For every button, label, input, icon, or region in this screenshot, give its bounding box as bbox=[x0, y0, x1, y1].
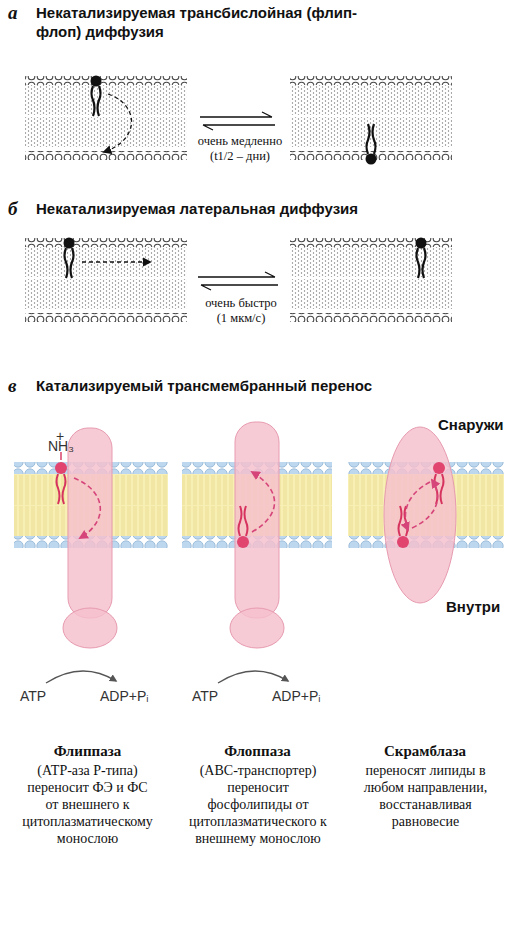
atp-arrows bbox=[46, 671, 288, 683]
bilayer-bw bbox=[25, 76, 452, 322]
bilayer-row bbox=[25, 76, 187, 85]
rate-note: (1 мкм/с) bbox=[186, 311, 296, 325]
bilayer-row bbox=[25, 238, 187, 247]
adp-label: ADP+Pᵢ bbox=[272, 688, 342, 704]
enzyme-name: Флиппаза bbox=[5, 742, 170, 760]
atp-label: ATP bbox=[20, 688, 60, 704]
panel-letter: а bbox=[8, 2, 32, 24]
bilayer-row bbox=[290, 247, 452, 277]
bilayer-row bbox=[25, 117, 187, 147]
lipid-a bbox=[92, 86, 376, 154]
bilayer-row bbox=[25, 279, 187, 309]
bilayer-row bbox=[25, 151, 187, 160]
bilayer-row bbox=[25, 247, 187, 277]
atp-label: ATP bbox=[192, 688, 232, 704]
red-lipids bbox=[57, 474, 444, 536]
side-label: Снаружи bbox=[438, 416, 506, 434]
bilayer-row bbox=[290, 85, 452, 115]
bilayer-row bbox=[290, 117, 452, 147]
bilayer-row bbox=[25, 313, 187, 322]
bilayer-row bbox=[290, 279, 452, 309]
bilayer-row bbox=[25, 85, 187, 115]
dashed-transfer-arrows bbox=[74, 472, 437, 538]
lipid-b bbox=[65, 248, 426, 278]
enzyme-description: переносят липиды в любом направлении, во… bbox=[358, 762, 493, 830]
enzyme-description: (АВС-транспортер) переносит фосфолипиды … bbox=[188, 762, 328, 847]
panel-letter: б bbox=[8, 198, 32, 220]
bilayer-row bbox=[290, 238, 452, 247]
rate-note: (t1/2 – дни) bbox=[190, 149, 290, 163]
transporter-proteins bbox=[63, 422, 456, 648]
bilayer-row bbox=[290, 76, 452, 85]
panel-letter: в bbox=[8, 375, 32, 397]
panel-heading: Некатализируемая трансбислойная (флип-фл… bbox=[36, 3, 376, 41]
enzyme-description: (АТР-аза Р-типа) переносит ФЭ и ФС от вн… bbox=[20, 762, 155, 847]
panel-heading: Некатализируемая латеральная диффузия bbox=[36, 199, 456, 218]
amino-group: NH₃ bbox=[48, 438, 88, 454]
bilayer-row bbox=[290, 313, 452, 322]
rate-note: очень медленно bbox=[190, 134, 290, 148]
adp-label: ADP+Pᵢ bbox=[100, 688, 170, 704]
enzyme-name: Флоппаза bbox=[175, 742, 340, 760]
panel-heading: Катализируемый трансмембранный перенос bbox=[36, 376, 476, 395]
rate-note: очень быстро bbox=[186, 296, 296, 310]
side-label: Внутри bbox=[446, 598, 506, 616]
enzyme-name: Скрамблаза bbox=[345, 742, 505, 760]
